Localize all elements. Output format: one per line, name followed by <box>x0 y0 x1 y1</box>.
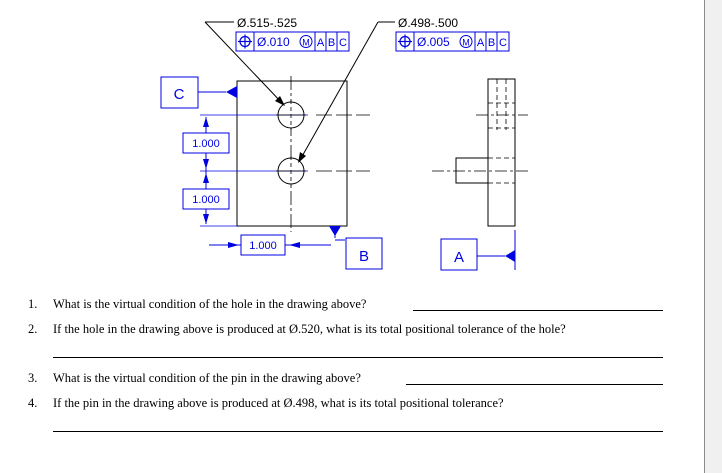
window-edge-scrollbar[interactable] <box>704 0 722 473</box>
leader-arrow <box>275 96 285 106</box>
pin-position-tolerance: Ø.005 <box>417 35 450 49</box>
pin-datum-a: A <box>477 37 485 49</box>
datum-c-triangle <box>226 86 237 98</box>
hole-leader <box>204 21 284 105</box>
hole-position-tolerance: Ø.010 <box>257 35 290 49</box>
answer-line-1[interactable] <box>413 310 663 311</box>
datum-a-label: A <box>454 249 464 266</box>
dim-arrow <box>203 214 209 224</box>
pin-datum-b: B <box>488 37 495 49</box>
question-text: What is the virtual condition of the hol… <box>53 297 367 311</box>
position-icon <box>238 34 252 49</box>
pin-leader <box>299 21 379 161</box>
question-text: What is the virtual condition of the pin… <box>53 371 361 385</box>
datum-b-box <box>345 237 383 270</box>
side-view-pin <box>455 157 489 184</box>
mmc-modifier-icon <box>459 35 473 48</box>
hole-mmc-modifier: M <box>302 38 310 48</box>
hole-datum-b: B <box>328 37 335 49</box>
question-number: 3. <box>28 371 38 385</box>
position-icon <box>398 34 412 49</box>
answer-line-2[interactable] <box>53 357 663 358</box>
pin-size-callout: Ø.498-.500 <box>398 16 458 30</box>
basic-dim-lower: 1.000 <box>192 194 220 206</box>
basic-dim-box-upper <box>182 132 230 154</box>
datum-a-box <box>440 238 478 271</box>
answer-line-4[interactable] <box>53 431 663 432</box>
datum-b-label: B <box>359 248 369 265</box>
dim-arrow <box>228 242 239 248</box>
hole-datum-c: C <box>339 37 347 49</box>
mmc-modifier-icon <box>299 35 313 48</box>
dim-arrow <box>203 173 209 183</box>
basic-dim-box-lower <box>182 188 230 210</box>
question-text: If the pin in the drawing above is produ… <box>53 396 504 410</box>
front-view-outline <box>236 80 348 227</box>
question-number: 4. <box>28 396 38 410</box>
basic-dim-box-horizontal <box>240 234 286 256</box>
hole-feature-control-frame: Ø.010 M A B C <box>235 31 350 52</box>
basic-dim-upper: 1.000 <box>192 138 220 150</box>
hole-datum-a: A <box>317 37 325 49</box>
datum-a-triangle <box>505 250 515 262</box>
dim-arrow <box>289 242 300 248</box>
question-number: 1. <box>28 297 38 311</box>
answer-line-3[interactable] <box>406 384 663 385</box>
side-view-plate <box>487 78 516 227</box>
hole-size-callout: Ø.515-.525 <box>237 16 297 30</box>
datum-c-box <box>160 76 199 109</box>
leader-arrow <box>298 152 306 163</box>
datum-b-triangle <box>329 226 341 236</box>
question-text: If the hole in the drawing above is prod… <box>53 322 566 336</box>
question-number: 2. <box>28 322 38 336</box>
dim-arrow <box>203 117 209 127</box>
pin-feature-control-frame: Ø.005 M A B C <box>395 31 510 52</box>
question-list: 1. What is the virtual condition of the … <box>28 297 663 432</box>
basic-dim-horizontal: 1.000 <box>249 240 277 252</box>
pin-mmc-modifier: M <box>462 38 470 48</box>
datum-c-label: C <box>174 86 185 103</box>
pin-datum-c: C <box>499 37 507 49</box>
dim-arrow <box>203 159 209 169</box>
